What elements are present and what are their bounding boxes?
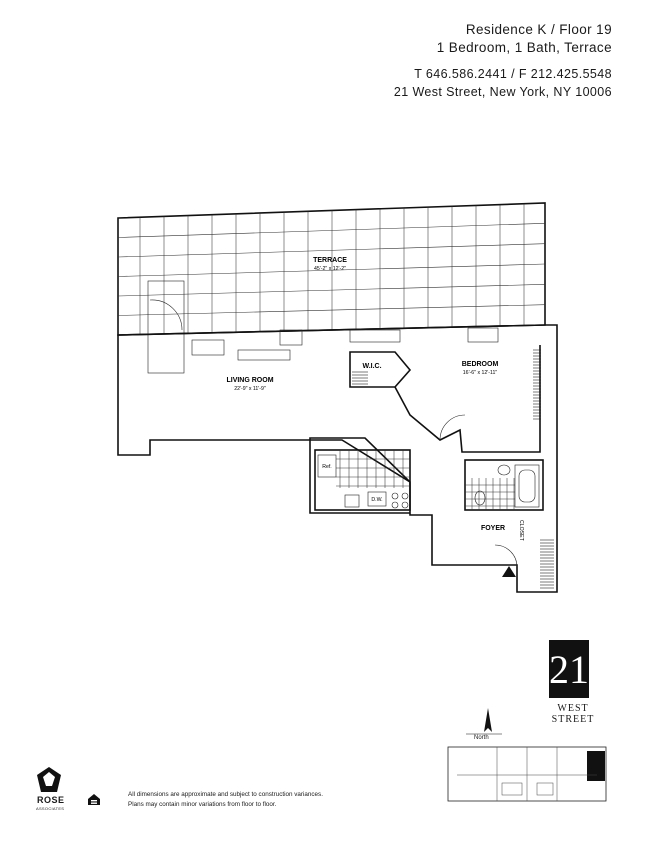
closet-label: CLOSET (518, 520, 524, 542)
disclaimer-line-2: Plans may contain minor variations from … (128, 801, 277, 808)
living-room-label: LIVING ROOM (226, 377, 273, 384)
equal-housing-icon (88, 794, 100, 805)
burner (391, 492, 399, 500)
refrigerator (317, 454, 337, 478)
window (279, 329, 303, 346)
bedroom-dim: 16'-6" x 12'-11" (463, 370, 498, 376)
ref-label: Ref. (322, 464, 332, 470)
burner (401, 492, 409, 500)
tile-line (117, 284, 546, 297)
disclaimer-line-1: All dimensions are approximate and subje… (128, 791, 323, 798)
wic-shelf (352, 371, 368, 385)
tile-line (117, 263, 546, 277)
bathroom-tiles (465, 478, 515, 510)
window (237, 349, 291, 361)
residence-title: Residence K / Floor 19 (465, 22, 612, 37)
entry-arrow-icon (502, 566, 516, 577)
door-swing (149, 299, 183, 331)
burner (391, 501, 399, 509)
dw-label: D.W. (371, 497, 382, 503)
disclaimer: All dimensions are approximate and subje… (128, 790, 323, 810)
building-address: 21 West Street, New York, NY 10006 (393, 85, 612, 99)
north-label: North (474, 735, 489, 741)
wic-label: W.I.C. (362, 363, 381, 370)
kitchen (314, 449, 411, 511)
wic-closet (349, 351, 412, 388)
bedroom-wall (394, 345, 541, 453)
window (349, 329, 401, 343)
terrace-label: TERRACE (313, 257, 347, 264)
burner (401, 501, 409, 509)
developer-name: ROSE (37, 795, 65, 805)
building-logo: 21 (549, 640, 589, 698)
terrace-dim: 45'-2" x 12'-2" (314, 266, 346, 272)
window (467, 327, 499, 343)
foyer-label: FOYER (481, 525, 505, 532)
building-number: 21 (549, 647, 589, 692)
kitchen-sink (344, 494, 360, 508)
toilet (474, 490, 486, 506)
contact-phone-fax: T 646.586.2441 / F 212.425.5548 (414, 67, 612, 81)
unit-summary: 1 Bedroom, 1 Bath, Terrace (436, 40, 612, 55)
living-room-dim: 22'-9" x 11'-9" (234, 386, 266, 392)
kitchen-tiles (336, 450, 410, 488)
bedroom-label: BEDROOM (462, 361, 499, 368)
foyer-closet (540, 539, 554, 589)
rose-logo-icon (37, 767, 61, 792)
sink (497, 464, 511, 476)
apartment-outline (117, 324, 558, 593)
key-plan-unit-highlight (587, 751, 605, 781)
window (191, 339, 225, 356)
north-arrow-icon (466, 708, 502, 735)
bedroom-door-swing (439, 414, 466, 441)
tile-line (117, 304, 546, 316)
bedroom-closet (533, 349, 541, 420)
dishwasher (367, 491, 387, 507)
tile-line (117, 223, 546, 238)
terrace-grid (117, 203, 546, 335)
key-plan (447, 746, 607, 802)
bathtub (514, 464, 540, 508)
tile-line (117, 243, 546, 258)
bathtub-basin (518, 469, 536, 503)
building-name: WEST STREET (551, 703, 595, 725)
entry-door-swing (494, 544, 518, 568)
developer-sub: ASSOCIATES (36, 806, 65, 811)
terrace-door (147, 280, 185, 374)
